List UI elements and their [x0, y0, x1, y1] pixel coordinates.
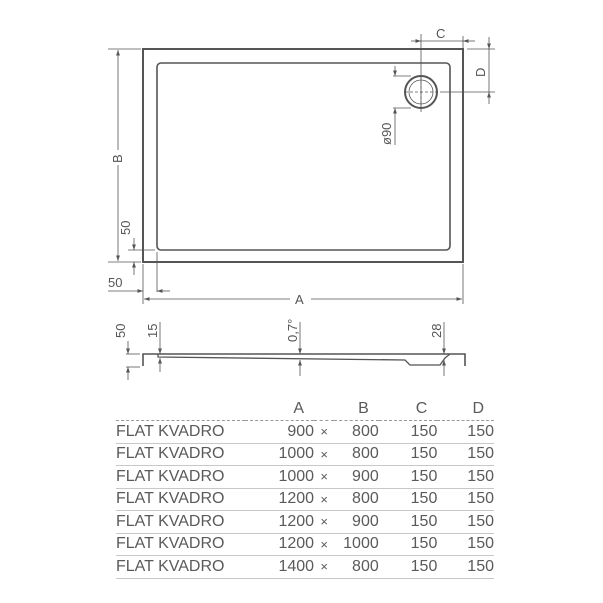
profile-rim-label: 15	[145, 324, 160, 338]
dim-a-label: A	[295, 292, 304, 307]
cell-b: 800	[334, 420, 379, 444]
header-x	[314, 398, 334, 421]
cell-a: 1200	[245, 510, 315, 534]
technical-drawing: C D ø90 B 50 50 A 50 15 0,7° 28	[108, 26, 495, 380]
cell-d: 150	[437, 555, 494, 579]
cell-name: FLAT KVADRO	[116, 488, 246, 511]
profile-height-label: 50	[113, 324, 128, 338]
cell-x: ×	[314, 420, 335, 444]
cell-c: 150	[378, 533, 438, 556]
cell-name: FLAT KVADRO	[116, 533, 246, 556]
cell-d: 150	[437, 420, 494, 444]
rim-bottom-label: 50	[108, 275, 122, 290]
profile-drain-depth-label: 28	[429, 324, 444, 338]
rim-left-label: 50	[118, 221, 133, 235]
cell-d: 150	[437, 443, 494, 466]
cell-x: ×	[314, 465, 335, 489]
cell-name: FLAT KVADRO	[116, 510, 246, 534]
cell-b: 800	[334, 488, 379, 511]
drain-diameter-label: ø90	[379, 123, 394, 145]
header-c: C	[415, 400, 428, 417]
header-b: B	[358, 400, 369, 417]
cell-b: 1000	[334, 533, 379, 556]
cell-a: 1200	[245, 488, 315, 511]
cell-b: 800	[334, 443, 379, 466]
tray-inner-basin	[156, 62, 451, 251]
cell-x: ×	[314, 510, 335, 534]
cell-x: ×	[314, 443, 335, 466]
header-name	[116, 398, 245, 421]
cell-x: ×	[314, 488, 335, 511]
cell-c: 150	[378, 488, 438, 511]
dim-d-label: D	[473, 68, 488, 77]
cell-x: ×	[314, 533, 335, 556]
cell-d: 150	[437, 510, 494, 534]
cell-a: 1400	[245, 555, 315, 579]
cell-name: FLAT KVADRO	[116, 555, 246, 579]
header-d: D	[472, 400, 484, 417]
dim-c-label: C	[436, 26, 445, 41]
cell-b: 800	[334, 555, 379, 579]
profile-slope-label: 0,7°	[285, 319, 300, 342]
cell-d: 150	[437, 465, 494, 489]
cell-name: FLAT KVADRO	[116, 443, 246, 466]
cell-name: FLAT KVADRO	[116, 465, 246, 489]
cell-x: ×	[314, 555, 335, 579]
cell-c: 150	[378, 510, 438, 534]
cell-a: 1000	[245, 443, 315, 466]
cell-c: 150	[378, 420, 438, 444]
cell-a: 1200	[245, 533, 315, 556]
cell-a: 900	[245, 420, 315, 444]
top-view	[108, 34, 495, 304]
cell-d: 150	[437, 533, 494, 556]
dim-b-label: B	[110, 154, 125, 163]
cell-d: 150	[437, 488, 494, 511]
tray-outline	[142, 48, 464, 263]
profile-view	[126, 322, 466, 380]
cell-name: FLAT KVADRO	[116, 420, 246, 444]
cell-c: 150	[378, 465, 438, 489]
header-a: A	[293, 400, 305, 417]
cell-c: 150	[378, 555, 438, 579]
cell-c: 150	[378, 443, 438, 466]
cell-b: 900	[334, 510, 379, 534]
cell-b: 900	[334, 465, 379, 489]
cell-a: 1000	[245, 465, 315, 489]
table-header: A B C D	[116, 398, 494, 421]
